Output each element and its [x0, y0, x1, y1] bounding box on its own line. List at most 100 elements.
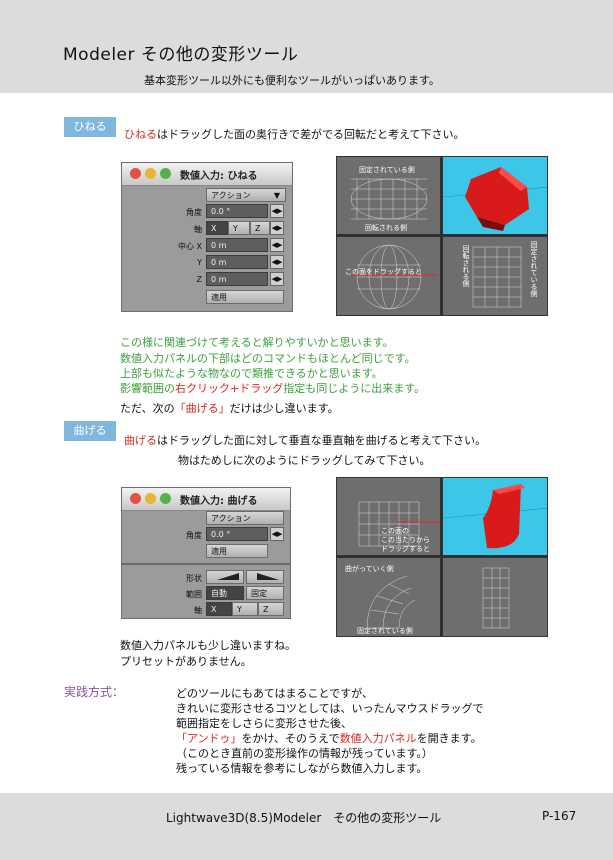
center-x-input[interactable]: 0 m — [206, 238, 268, 252]
center-z-label: Z — [196, 275, 202, 284]
action-dropdown[interactable]: アクション▼ — [206, 188, 286, 202]
twist-wire-side — [472, 246, 522, 308]
axis-y-button[interactable]: Y — [228, 221, 250, 235]
label-drag-line-2: この当たりから — [381, 536, 430, 544]
axis-x-button[interactable]: X — [206, 602, 232, 616]
twist-shape-3d — [443, 167, 547, 231]
chevron-down-icon: ▼ — [273, 191, 280, 200]
label-drag-line-3: ドラッグすると — [381, 545, 430, 553]
practice-line-4: 「アンドゥ」をかけ、そのうえで数値入力パネルを開きます。 — [176, 732, 482, 745]
bend-intro: 曲げるはドラッグした面に対して垂直な垂直軸を曲げると考えて下さい。 — [124, 434, 487, 447]
viewport-bottom-right[interactable]: 回転される側 固定されている側 — [442, 236, 548, 316]
page-number: P-167 — [542, 809, 577, 823]
viewport-top-left[interactable]: 固定されている側 回転される側 — [336, 156, 441, 235]
axis-label: 軸 — [194, 606, 202, 615]
practice-line-2: きれいに変形させるコツとしては、いったんマウスドラッグで — [176, 702, 484, 715]
angle-stepper-icon[interactable]: ◀▶ — [270, 204, 284, 218]
viewport-bottom-left[interactable]: この面をドラッグすると — [336, 236, 441, 316]
twist-note-2: 数値入力パネルの下部はどのコマンドもほとんど同じです。 — [120, 352, 416, 365]
axis-stepper-icon[interactable]: ◀▶ — [270, 221, 284, 235]
panel-titlebar: 数値入力: ひねる — [122, 163, 292, 186]
footer-band: Lightwave3D(8.5)Modeler その他の変形ツール P-167 — [0, 793, 613, 860]
zoom-dot-icon[interactable] — [160, 168, 171, 179]
angle-input[interactable]: 0.0 ° — [206, 527, 268, 541]
range-auto-button[interactable]: 自動 — [206, 586, 244, 600]
bend-viewport-grid: この面の この当たりから ドラッグすると 曲がっていく側 固定されている側 — [336, 477, 548, 637]
minimize-dot-icon[interactable] — [145, 168, 156, 179]
header-band: Modeler その他の変形ツール 基本変形ツール以外にも便利なツールがいっぱい… — [0, 0, 613, 93]
twist-intro: ひねるはドラッグした面の奥行きで差がでる回転だと考えて下さい。 — [124, 128, 465, 141]
minimize-dot-icon[interactable] — [145, 493, 156, 504]
page-subtitle: 基本変形ツール以外にも便利なツールがいっぱいあります。 — [144, 74, 440, 87]
apply-button[interactable]: 適用 — [206, 544, 268, 558]
axis-x-button[interactable]: X — [206, 221, 228, 235]
action-dropdown[interactable]: アクション — [206, 511, 284, 525]
angle-label: 角度 — [186, 208, 202, 217]
bend-wire-front — [366, 575, 416, 629]
viewport-perspective[interactable] — [442, 156, 548, 235]
label-rotated-side: 回転される側 — [365, 224, 407, 232]
shape-ramp-down-icon[interactable] — [246, 570, 284, 584]
panel-divider — [122, 563, 290, 565]
bend-note-2: プリセットがありません。 — [120, 655, 252, 668]
apply-button[interactable]: 適用 — [206, 290, 284, 304]
center-y-label: Y — [197, 258, 202, 267]
page-title: Modeler その他の変形ツール — [63, 45, 299, 65]
angle-stepper-icon[interactable]: ◀▶ — [270, 527, 284, 541]
bend-wire-top — [358, 501, 440, 547]
twist-wire-front — [351, 244, 437, 310]
center-x-stepper-icon[interactable]: ◀▶ — [270, 238, 284, 252]
label-drag-face: この面をドラッグすると — [345, 268, 422, 276]
shape-ramp-up-icon[interactable] — [206, 570, 244, 584]
range-fixed-button[interactable]: 固定 — [246, 586, 284, 600]
panel-title: 数値入力: 曲げる — [180, 496, 258, 507]
label-drag-line-1: この面の — [381, 527, 409, 535]
zoom-dot-icon[interactable] — [160, 493, 171, 504]
center-y-input[interactable]: 0 m — [206, 255, 268, 269]
viewport-top-left[interactable]: この面の この当たりから ドラッグすると — [336, 477, 441, 556]
center-z-stepper-icon[interactable]: ◀▶ — [270, 272, 284, 286]
center-x-label: 中心 X — [177, 242, 202, 251]
axis-y-button[interactable]: Y — [232, 602, 258, 616]
viewport-perspective[interactable] — [442, 477, 548, 556]
twist-note-1: この様に関連づけて考えると解りやすいかと思います。 — [120, 336, 394, 349]
bend-intro-2: 物はためしに次のようにドラッグしてみて下さい。 — [178, 454, 431, 467]
axis-z-button[interactable]: Z — [250, 221, 270, 235]
twist-note-4: 影響範囲の右クリック+ドラッグ指定も同じように出来ます。 — [120, 382, 426, 395]
twist-note-5: ただ、次の「曲げる」だけは少し違います。 — [120, 402, 339, 415]
label-fixed-vertical: 固定されている側 — [530, 241, 538, 297]
footer-title: Lightwave3D(8.5)Modeler その他の変形ツール — [166, 811, 442, 825]
range-label: 範囲 — [186, 590, 202, 599]
twist-note-3: 上部も似たような物なので類推できるかと思います。 — [120, 367, 383, 380]
bend-numeric-panel: 数値入力: 曲げる アクション 角度 0.0 ° ◀▶ 適用 形状 範囲 自動 … — [121, 487, 291, 619]
center-y-stepper-icon[interactable]: ◀▶ — [270, 255, 284, 269]
close-dot-icon[interactable] — [130, 493, 141, 504]
bend-note-1: 数値入力パネルも少し違いますね。 — [120, 639, 296, 652]
label-rotated-vertical: 回転される側 — [462, 245, 470, 287]
angle-label: 角度 — [186, 531, 202, 540]
label-fixed-side: 固定されている側 — [359, 166, 415, 174]
label-bending-side: 曲がっていく側 — [345, 565, 394, 573]
axis-label: 軸 — [194, 225, 202, 234]
viewport-bottom-left[interactable]: 曲がっていく側 固定されている側 — [336, 557, 441, 637]
shape-label: 形状 — [186, 574, 202, 583]
section-label-twist: ひねる — [64, 117, 116, 137]
bend-wire-side — [482, 567, 510, 629]
viewport-bottom-right[interactable] — [442, 557, 548, 637]
label-fixed-side: 固定されている側 — [357, 627, 413, 635]
center-z-input[interactable]: 0 m — [206, 272, 268, 286]
bend-shape-3d — [443, 484, 547, 549]
practice-line-3: 範囲指定をしさらに変形させた後、 — [176, 717, 352, 730]
angle-input[interactable]: 0.0 ° — [206, 204, 268, 218]
twist-viewport-grid: 固定されている側 回転される側 この面をドラッグすると — [336, 156, 548, 316]
panel-titlebar: 数値入力: 曲げる — [122, 488, 290, 511]
close-dot-icon[interactable] — [130, 168, 141, 179]
practice-line-5: （このとき直前の変形操作の情報が残っています。） — [176, 747, 433, 760]
axis-z-button[interactable]: Z — [258, 602, 284, 616]
practice-label: 実践方式： — [64, 685, 125, 699]
panel-title: 数値入力: ひねる — [180, 171, 258, 182]
section-label-bend: 曲げる — [64, 421, 116, 441]
twist-numeric-panel: 数値入力: ひねる アクション▼ 角度 0.0 ° ◀▶ 軸 X Y Z ◀▶ … — [121, 162, 293, 312]
twist-wire-top — [350, 178, 428, 220]
practice-line-1: どのツールにもあてはまることですが、 — [176, 687, 374, 700]
